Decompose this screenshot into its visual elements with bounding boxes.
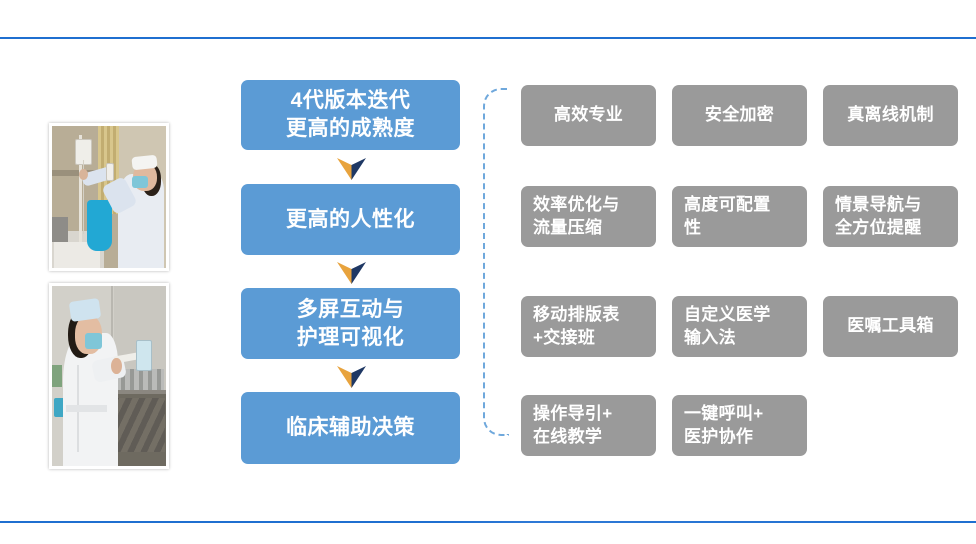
feature-3-3-line1: 医嘱工具箱 [847,316,934,336]
top-divider-rule [0,37,976,39]
feature-1-3-line1: 真离线机制 [847,105,934,125]
feature-3-2-line2: 输入法 [684,327,736,347]
nurse-medication-prep-photo [49,283,169,469]
feature-2-2-line1: 高度可配置 [684,194,771,214]
flow-step-1[interactable]: 4代版本迭代更高的成熟度 [241,80,460,150]
flow-chevron-down-icon-2 [337,262,366,284]
feature-4-2-line1: 一键呼叫+ [684,403,764,423]
flow-step-4[interactable]: 临床辅助决策 [241,392,460,464]
dashed-bracket-connector [483,88,509,436]
feature-1-2-line1: 安全加密 [704,105,775,125]
feature-3-2[interactable]: 自定义医学输入法 [672,296,807,357]
feature-3-1-line1: 移动排版表 [533,304,620,324]
feature-2-3[interactable]: 情景导航与全方位提醒 [823,186,958,247]
feature-2-3-line1: 情景导航与 [835,194,922,214]
feature-1-1-line1: 高效专业 [553,105,624,125]
flow-step-2-line1: 更高的人性化 [286,207,415,231]
feature-3-3[interactable]: 医嘱工具箱 [823,296,958,357]
feature-4-1[interactable]: 操作导引+ 在线教学 [521,395,656,456]
feature-4-1-line1: 操作导引+ [533,403,613,423]
feature-2-2-line2: 性 [684,217,702,237]
feature-1-1[interactable]: 高效专业 [521,85,656,146]
feature-3-1-line2: +交接班 [533,327,596,347]
feature-1-2[interactable]: 安全加密 [672,85,807,146]
feature-4-1-line2: 在线教学 [533,426,603,446]
feature-1-3[interactable]: 真离线机制 [823,85,958,146]
feature-2-3-line2: 全方位提醒 [835,217,922,237]
feature-3-1[interactable]: 移动排版表 +交接班 [521,296,656,357]
flow-step-2[interactable]: 更高的人性化 [241,184,460,255]
flow-step-3-line1: 多屏互动与 [296,297,405,321]
flow-step-4-line1: 临床辅助决策 [286,416,415,440]
feature-4-2-line2: 医护协作 [684,426,754,446]
flow-step-3-line2: 护理可视化 [296,325,405,349]
flow-step-1-line1: 4代版本迭代 [290,89,411,113]
nurse-iv-scanning-photo [49,123,169,271]
feature-2-1-line2: 流量压缩 [533,217,603,237]
flow-chevron-down-icon-3 [337,366,366,388]
flow-step-1-line2: 更高的成熟度 [286,117,415,140]
feature-2-1-line1: 效率优化与 [533,194,620,214]
feature-3-2-line1: 自定义医学 [684,304,771,324]
feature-4-2[interactable]: 一键呼叫+ 医护协作 [672,395,807,456]
flow-step-3[interactable]: 多屏互动与护理可视化 [241,288,460,359]
bottom-divider-rule [0,521,976,523]
flow-chevron-down-icon-1 [337,158,366,180]
feature-2-2[interactable]: 高度可配置性 [672,186,807,247]
feature-2-1[interactable]: 效率优化与流量压缩 [521,186,656,247]
